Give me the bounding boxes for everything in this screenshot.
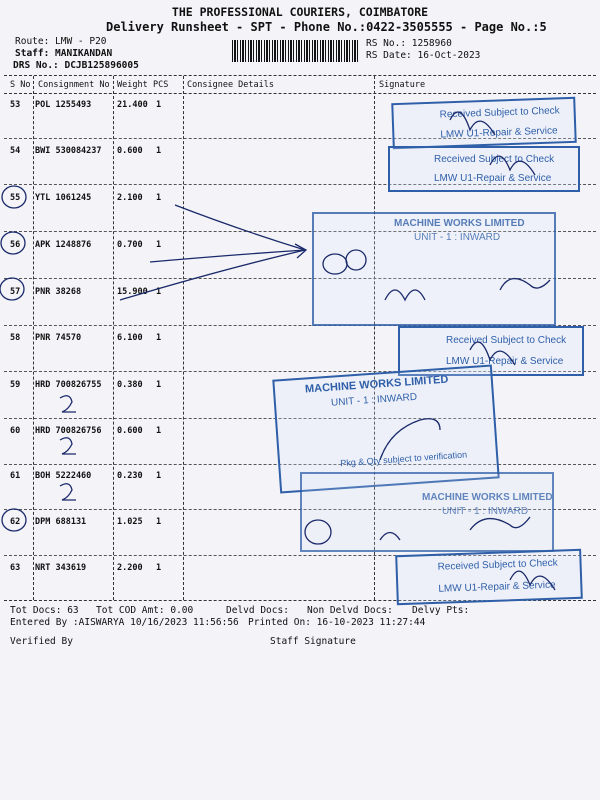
row-sno: 55 — [10, 193, 21, 203]
row-weight: 15.900 — [117, 287, 148, 297]
row-weight: 0.700 — [117, 240, 143, 250]
row-pcs: 1 — [156, 563, 162, 573]
row-sno: 59 — [10, 380, 21, 390]
column-divider — [183, 76, 184, 600]
table-row: 60 HRD 700826756 0.600 1 — [0, 426, 600, 472]
divider — [4, 600, 596, 601]
entered-by: Entered By :AISWARYA 10/16/2023 11:56:56 — [10, 617, 239, 628]
divider — [4, 93, 596, 94]
table-row: 59 HRD 700826755 0.380 1 — [0, 380, 600, 426]
row-weight: 2.200 — [117, 563, 143, 573]
non-delivered-docs: Non Delvd Docs: — [307, 605, 393, 616]
row-weight: 0.600 — [117, 146, 143, 156]
delivered-docs: Delvd Docs: — [226, 605, 289, 616]
row-pcs: 1 — [156, 333, 162, 343]
row-pcs: 1 — [156, 517, 162, 527]
stamp-text: Pkg & Qty subject to verification — [339, 449, 468, 469]
total-cod-amount: Tot COD Amt: 0.00 — [96, 605, 194, 616]
stamp-text: MACHINE WORKS LIMITED — [422, 492, 553, 503]
stamp-text: UNIT - 1 : INWARD — [442, 506, 529, 517]
machine-works-stamp: MACHINE WORKS LIMITED UNIT - 1 : INWARD — [312, 212, 556, 326]
company-title: THE PROFESSIONAL COURIERS, COIMBATORE — [171, 5, 429, 19]
stamp-text: Received Subject to Check — [434, 154, 555, 165]
stamp-text: LMW U1-Repair & Service — [438, 579, 556, 595]
staff-signature: Staff Signature — [270, 636, 356, 647]
row-weight: 1.025 — [117, 517, 143, 527]
col-weight: Weight — [117, 80, 148, 90]
row-sno: 62 — [10, 517, 21, 527]
stamp-text: UNIT - 1 : INWARD — [330, 391, 418, 409]
row-pcs: 1 — [156, 471, 162, 481]
row-pcs: 1 — [156, 380, 162, 390]
printed-on: Printed On: 16-10-2023 11:27:44 — [248, 617, 426, 628]
row-weight: 21.400 — [117, 100, 148, 110]
col-signature: Signature — [379, 80, 426, 90]
row-consignment: DPM 688131 — [35, 517, 87, 527]
row-sno: 58 — [10, 333, 21, 343]
table-row: 58 PNR 74570 6.100 1 — [0, 333, 600, 379]
barcode — [232, 40, 360, 62]
machine-works-stamp: MACHINE WORKS LIMITED UNIT - 1 : INWARD — [300, 472, 554, 552]
col-pcs: PCS — [153, 80, 169, 90]
rs-date: RS Date: 16-Oct-2023 — [366, 50, 481, 61]
row-consignment: BWI 530084237 — [35, 146, 102, 156]
drs-number: DRS No.: DCJB125896005 — [13, 60, 139, 71]
table-row: 54 BWI 530084237 0.600 1 — [0, 146, 600, 192]
stamp-text: MACHINE WORKS LIMITED — [304, 373, 449, 396]
row-weight: 0.230 — [117, 471, 143, 481]
verified-by: Verified By — [10, 636, 73, 647]
row-sno: 53 — [10, 100, 21, 110]
row-consignment: PNR 74570 — [35, 333, 82, 343]
col-sno: S No — [10, 80, 31, 90]
rs-number: RS No.: 1258960 — [366, 38, 452, 49]
row-pcs: 1 — [156, 240, 162, 250]
row-sno: 57 — [10, 287, 21, 297]
row-consignment: PNR 38268 — [35, 287, 82, 297]
col-consignment: Consignment No — [38, 80, 110, 90]
row-sno: 63 — [10, 563, 21, 573]
delivery-points: Delvy Pts: — [412, 605, 470, 616]
staff: Staff: MANIKANDAN — [15, 48, 113, 59]
column-divider — [374, 76, 375, 600]
row-sno: 60 — [10, 426, 21, 436]
route: Route: LMW - P20 — [15, 36, 107, 47]
stamp-text: Received Subject to Check — [439, 105, 560, 121]
row-consignment: POL 1255493 — [35, 100, 92, 110]
row-consignment: BOH 5222460 — [35, 471, 92, 481]
row-pcs: 1 — [156, 426, 162, 436]
col-consignee: Consignee Details — [187, 80, 274, 90]
stamp-text: LMW U1-Repair & Service — [440, 125, 558, 141]
row-weight: 2.100 — [117, 193, 143, 203]
stamp-text: Received Subject to Check — [446, 335, 567, 346]
row-pcs: 1 — [156, 193, 162, 203]
row-consignment: HRD 700826755 — [35, 380, 102, 390]
stamp-text: MACHINE WORKS LIMITED — [394, 218, 525, 229]
table-row: 63 NRT 343619 2.200 1 — [0, 563, 600, 609]
stamp-text: LMW U1-Repair & Service — [434, 173, 552, 184]
runsheet-subtitle: Delivery Runsheet - SPT - Phone No.:0422… — [106, 20, 547, 34]
table-row: 53 POL 1255493 21.400 1 — [0, 100, 600, 146]
column-divider — [113, 76, 114, 600]
row-sno: 56 — [10, 240, 21, 250]
row-weight: 0.380 — [117, 380, 143, 390]
row-pcs: 1 — [156, 100, 162, 110]
row-pcs: 1 — [156, 146, 162, 156]
column-divider — [33, 76, 34, 600]
row-weight: 6.100 — [117, 333, 143, 343]
stamp-text: Received Subject to Check — [437, 557, 558, 573]
stamp-text: UNIT - 1 : INWARD — [414, 232, 501, 243]
row-consignment: NRT 343619 — [35, 563, 87, 573]
total-docs: Tot Docs: 63 — [10, 605, 79, 616]
row-consignment: HRD 700826756 — [35, 426, 102, 436]
row-sno: 54 — [10, 146, 21, 156]
row-weight: 0.600 — [117, 426, 143, 436]
divider — [4, 75, 596, 76]
row-sno: 61 — [10, 471, 21, 481]
row-consignment: YTL 1061245 — [35, 193, 92, 203]
row-consignment: APK 1248876 — [35, 240, 92, 250]
row-pcs: 1 — [156, 287, 162, 297]
